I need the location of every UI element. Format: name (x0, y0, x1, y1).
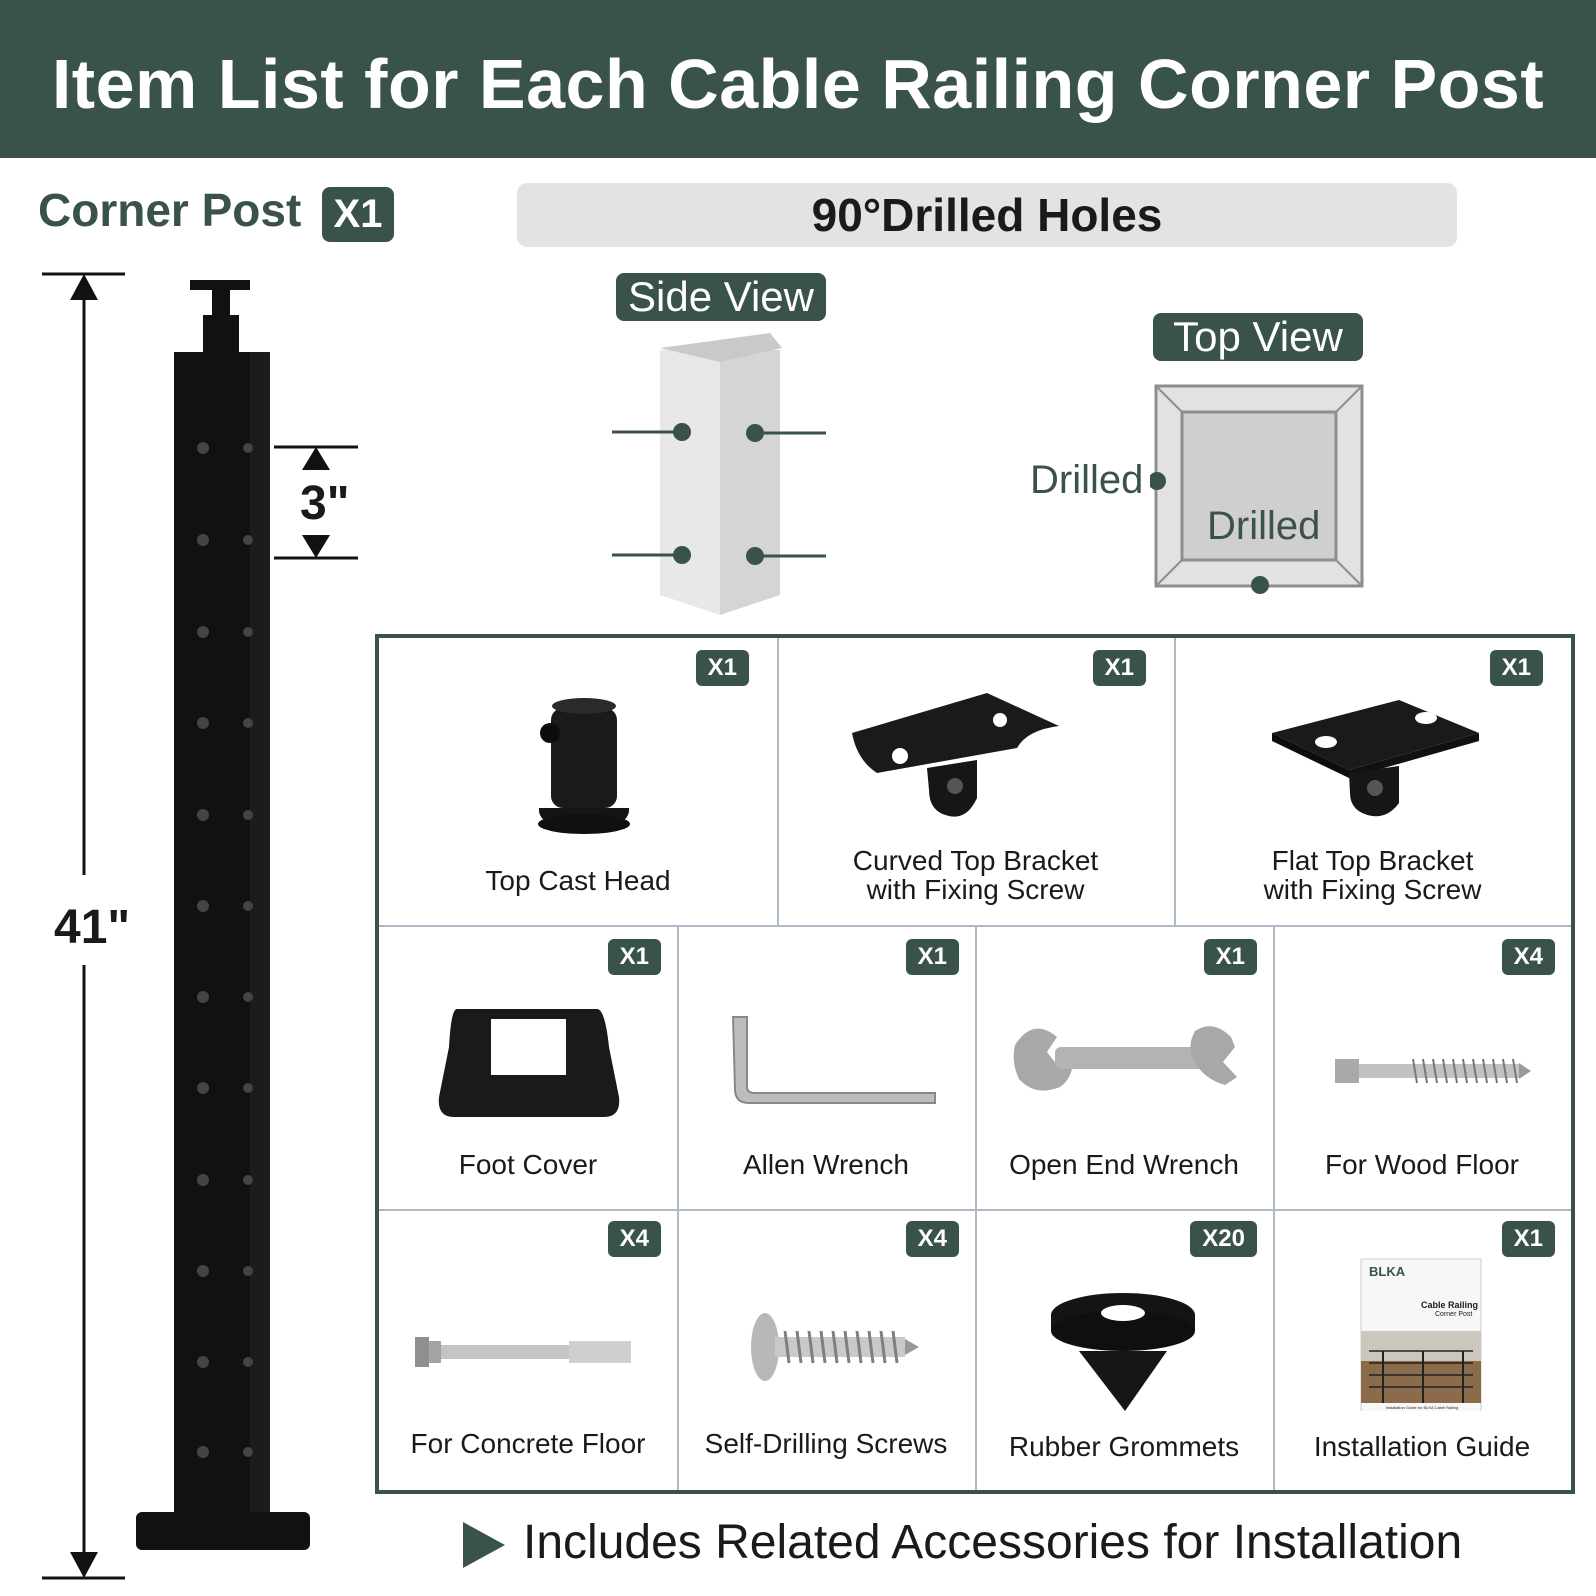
self-drilling-screw-icon (751, 1313, 919, 1381)
guide-title: Cable Railing (1421, 1300, 1479, 1310)
drilled-label-inner: Drilled (1207, 504, 1321, 548)
drilled-holes-title: 90°Drilled Holes (517, 183, 1457, 247)
parts-grid: X1 Top Cast Head X1 Curved Top Bracket w… (375, 634, 1575, 1494)
item-caption-line2: with Fixing Screw (866, 874, 1085, 905)
item-installation-guide: X1 BLKA Cable Railing Corner Post Instal… (1273, 1211, 1571, 1490)
qty-badge: X1 (1203, 939, 1257, 975)
item-caption: Allen Wrench (742, 1149, 909, 1180)
qty-badge: X1 (607, 939, 661, 975)
item-caption: For Wood Floor (1325, 1149, 1519, 1180)
item-caption: Flat Top Bracket (1271, 845, 1474, 876)
column-divider (975, 925, 977, 1490)
item-caption: Installation Guide (1313, 1431, 1531, 1462)
item-concrete-floor-anchor: X4 For Concrete Floor (379, 1211, 677, 1490)
footer-note: Includes Related Accessories for Install… (523, 1516, 1463, 1569)
qty-badge: X1 (1092, 650, 1146, 686)
installation-guide-icon (1360, 1258, 1482, 1411)
curved-bracket-icon (852, 693, 1059, 817)
rubber-grommet-icon (1051, 1293, 1195, 1411)
drilled-label-left: Drilled (1030, 458, 1144, 502)
qty-badge: X4 (905, 1221, 959, 1257)
item-caption: Rubber Grommets (1008, 1431, 1240, 1462)
column-divider (777, 638, 779, 925)
lag-screw-icon (1335, 1058, 1531, 1084)
item-curved-top-bracket: X1 Curved Top Bracket with Fixing Screw (777, 638, 1174, 925)
item-wood-floor-screw: X4 For Wood Floor (1273, 927, 1571, 1209)
foot-cover-icon (438, 1009, 620, 1117)
flat-bracket-icon (1272, 700, 1479, 817)
guide-subtitle: Corner Post (1435, 1311, 1473, 1318)
guide-footer: Installation Guide for BLKA Cable Railin… (1385, 1405, 1459, 1410)
top-view-tag: Top View (1153, 313, 1363, 361)
item-caption: Curved Top Bracket (852, 845, 1099, 876)
item-top-cast-head: X1 Top Cast Head (379, 638, 777, 925)
qty-badge: X1 (1489, 650, 1543, 686)
top-view-diagram (1150, 384, 1364, 594)
qty-badge: X20 (1190, 1221, 1257, 1257)
item-rubber-grommets: X20 Rubber Grommets (975, 1211, 1273, 1490)
page-title: Item List for Each Cable Railing Corner … (51, 45, 1545, 123)
column-divider (1273, 925, 1275, 1490)
side-view-diagram (612, 333, 826, 615)
corner-post-label: Corner Post (38, 184, 302, 236)
expansion-anchor-icon (415, 1337, 631, 1367)
allen-wrench-icon (731, 1016, 936, 1104)
qty-badge: X4 (1501, 939, 1555, 975)
item-caption-line2: with Fixing Screw (1263, 874, 1482, 905)
open-end-wrench-icon (1013, 1026, 1237, 1091)
item-open-end-wrench: X1 Open End Wrench (975, 927, 1273, 1209)
item-flat-top-bracket: X1 Flat Top Bracket with Fixing Screw (1174, 638, 1571, 925)
guide-brand: BLKA (1369, 1264, 1406, 1279)
item-caption: Foot Cover (458, 1149, 598, 1180)
side-view-tag: Side View (616, 273, 826, 321)
top-cast-head-icon (538, 698, 630, 834)
play-arrow-icon (463, 1522, 505, 1568)
qty-badge: X1 (1501, 1221, 1555, 1257)
qty-badge: X1 (905, 939, 959, 975)
qty-badge: X4 (607, 1221, 661, 1257)
item-caption: For Concrete Floor (410, 1428, 646, 1459)
column-divider (677, 925, 679, 1490)
corner-post-illustration (42, 272, 358, 1580)
item-caption: Self-Drilling Screws (704, 1428, 948, 1459)
item-self-drilling-screws: X4 Self-Drilling Screws (677, 1211, 975, 1490)
item-allen-wrench: X1 Allen Wrench (677, 927, 975, 1209)
item-caption: Open End Wrench (1009, 1149, 1239, 1180)
corner-post-qty-badge: X1 (322, 187, 394, 242)
qty-badge: X1 (695, 650, 749, 686)
item-foot-cover: X1 Foot Cover (379, 927, 677, 1209)
item-caption: Top Cast Head (485, 865, 671, 896)
hole-spacing-dimension: 3" (300, 476, 350, 531)
header-banner (0, 0, 1596, 158)
post-height-dimension: 41" (52, 900, 133, 955)
column-divider (1174, 638, 1176, 925)
